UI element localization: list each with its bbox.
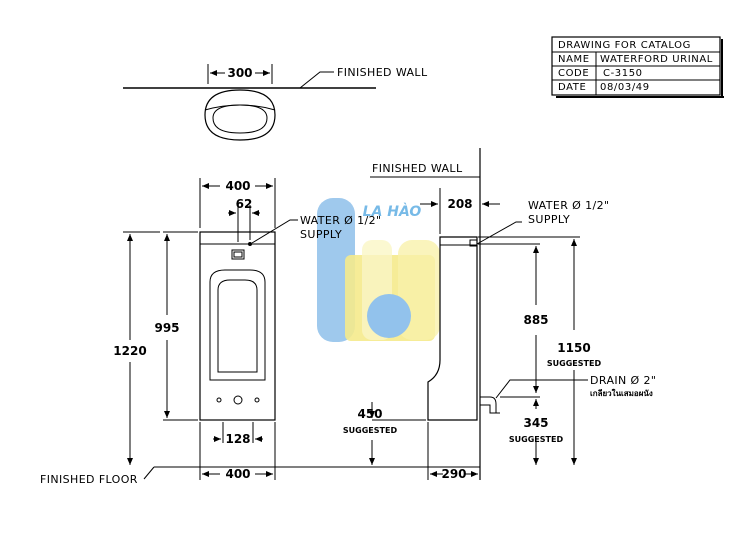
dim-floor-to-bottom: 450 xyxy=(357,407,382,421)
dim-total-height: 1220 xyxy=(113,344,146,358)
top-view xyxy=(123,64,376,141)
label-finished-floor: FINISHED FLOOR xyxy=(40,473,138,486)
side-view xyxy=(369,148,588,480)
title-name-value: WATERFORD URINAL xyxy=(600,54,713,65)
title-name-key: NAME xyxy=(558,54,590,65)
watermark-logo: LA HÀO xyxy=(317,198,440,342)
dim-front-width: 400 xyxy=(225,179,250,193)
title-block xyxy=(551,36,724,98)
title-date-key: DATE xyxy=(558,82,586,93)
label-suggested-1150: SUGGESTED xyxy=(547,359,602,368)
label-water-front: WATER Ø 1/2" xyxy=(300,214,381,227)
dim-bottom-width: 128 xyxy=(225,432,250,446)
dim-side-base: 290 xyxy=(441,467,466,481)
dim-side-depth: 208 xyxy=(447,197,472,211)
dim-supply-height: 885 xyxy=(523,313,548,327)
label-water-side: WATER Ø 1/2" xyxy=(528,199,609,212)
dim-supply-offset: 62 xyxy=(236,197,253,211)
dim-top-width: 300 xyxy=(227,66,252,80)
title-code-value: C-3150 xyxy=(603,68,643,79)
dim-total-suggested: 1150 xyxy=(557,341,590,355)
label-suggested-450: SUGGESTED xyxy=(343,426,398,435)
dim-front-height: 995 xyxy=(154,321,179,335)
label-supply-side: SUPPLY xyxy=(528,213,570,226)
label-supply-front: SUPPLY xyxy=(300,228,342,241)
title-code-key: CODE xyxy=(558,68,589,79)
title-block-header: DRAWING FOR CATALOG xyxy=(558,40,691,51)
label-drain-thai: เกลียวในเสมอผนัง xyxy=(590,388,653,398)
label-suggested-345: SUGGESTED xyxy=(509,435,564,444)
dim-drain-height: 345 xyxy=(523,416,548,430)
label-drain: DRAIN Ø 2" xyxy=(590,374,656,387)
label-finished-wall-side: FINISHED WALL xyxy=(372,162,463,175)
dim-base-width: 400 xyxy=(225,467,250,481)
label-finished-wall-top: FINISHED WALL xyxy=(337,66,428,79)
front-view xyxy=(123,178,480,480)
title-date-value: 08/03/49 xyxy=(600,82,650,93)
watermark-text: LA HÀO xyxy=(363,203,422,220)
